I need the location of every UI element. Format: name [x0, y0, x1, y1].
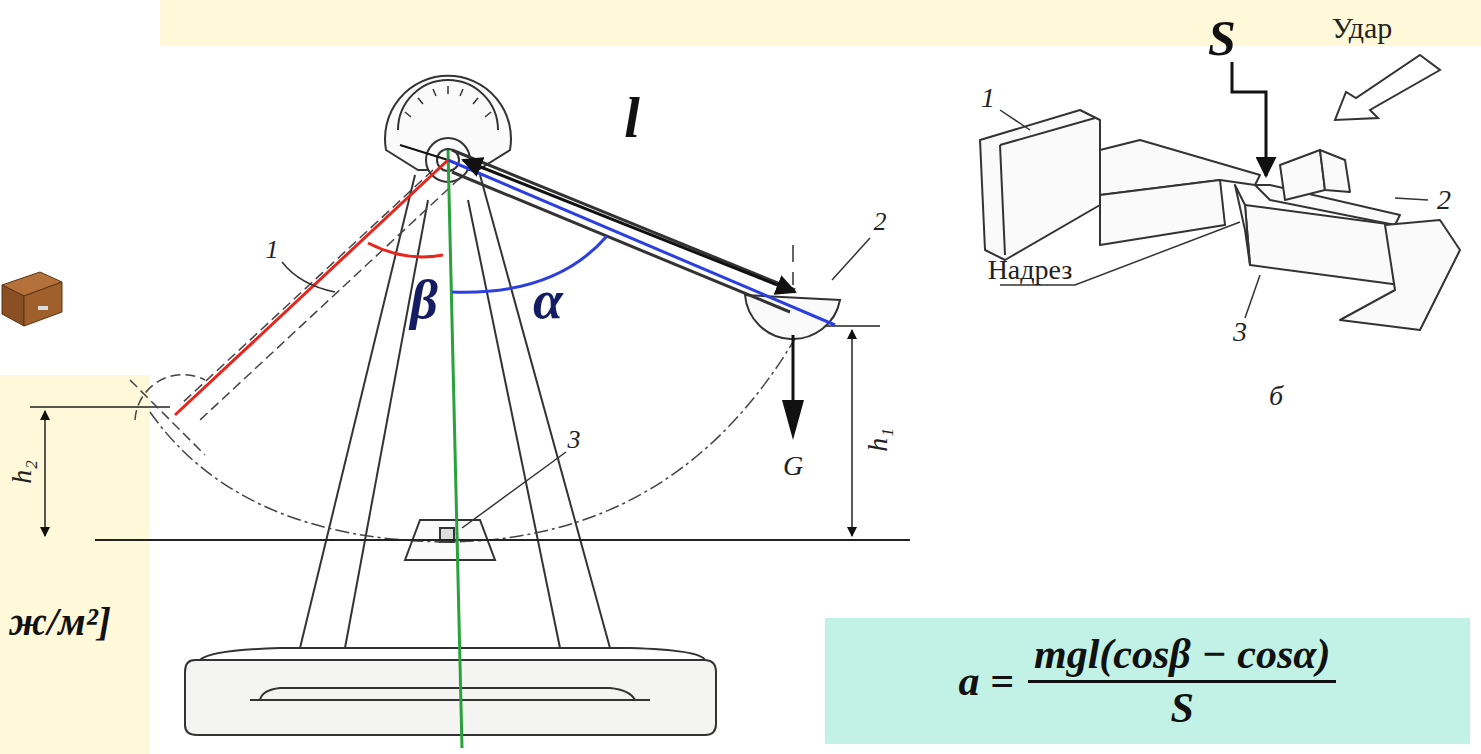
drawing-path	[130, 380, 205, 455]
drawing-path	[405, 112, 411, 117]
drawing-path	[462, 452, 566, 528]
fraction-bar	[1028, 680, 1336, 683]
drawing-polygon	[1245, 205, 1400, 285]
callout-number: 3	[1233, 318, 1247, 346]
drawing-path	[418, 98, 423, 104]
formula-box: a = mgl(cosβ − cosα) S	[825, 618, 1470, 744]
drawing-path	[433, 89, 436, 96]
formula-numerator: mgl(cosβ − cosα)	[1028, 631, 1336, 677]
unit-label: ж/м²]	[9, 602, 111, 642]
drawing-path	[452, 172, 790, 312]
callout-number: 3	[568, 427, 581, 453]
drawing-path	[452, 236, 607, 292]
formula-lhs: a =	[959, 658, 1014, 704]
drawing-path	[398, 80, 498, 130]
force-label: G	[783, 452, 803, 480]
drawing-path	[745, 295, 840, 339]
drawing-polygon	[1280, 150, 1325, 200]
drawing-g	[2, 272, 62, 326]
drawing-polygon	[1320, 150, 1350, 192]
drawing-g	[1335, 55, 1440, 120]
drawing-path	[200, 178, 460, 420]
drawing-path	[447, 86, 449, 94]
drawing-g	[282, 238, 870, 528]
drawing-path	[44, 411, 46, 536]
drawing-path	[452, 150, 795, 290]
drawing-g	[1000, 110, 1428, 318]
drawing-path	[200, 648, 705, 660]
callout-number: 1	[266, 237, 279, 263]
drawing-rect	[0, 375, 150, 754]
drawing-path	[448, 160, 835, 325]
drawing-path	[260, 688, 635, 700]
drawing-path	[832, 238, 870, 280]
drawing-rect	[38, 306, 48, 310]
drawing-path	[1000, 110, 1030, 130]
notch-label: Надрез	[988, 256, 1073, 284]
drawing-path	[1000, 145, 1005, 255]
drawing-path	[851, 330, 853, 536]
drawing-polygon	[1335, 55, 1440, 120]
drawing-path	[460, 89, 463, 96]
drawing-polygon	[1235, 185, 1250, 265]
drawing-path	[792, 245, 794, 285]
length-symbol: l	[624, 90, 640, 146]
drawing-path	[473, 98, 478, 104]
drawing-polygon	[980, 110, 1100, 260]
drawing-path	[345, 200, 428, 648]
drawing-path	[792, 335, 795, 405]
drawing-path	[400, 145, 448, 160]
drawing-path	[175, 160, 448, 415]
drawing-g	[980, 110, 1460, 330]
area-symbol: S	[1208, 13, 1236, 63]
callout-number: 1	[981, 84, 995, 112]
drawing-path	[485, 112, 491, 117]
formula-denominator: S	[1171, 685, 1194, 731]
drawing-path	[250, 699, 650, 701]
drawing-polygon	[1340, 220, 1460, 330]
drawing-rect	[160, 0, 1481, 46]
drawing-polygon	[782, 400, 804, 440]
drawing-path	[185, 660, 716, 735]
height-label: h₁	[864, 428, 892, 452]
fraction: mgl(cosβ − cosα) S	[1028, 631, 1336, 730]
drawing-path	[282, 262, 335, 292]
drawing-polygon	[24, 282, 62, 326]
drawing-path	[1000, 118, 1095, 145]
figure-letter: б	[1269, 382, 1283, 410]
drawing-path	[180, 170, 433, 405]
drawing-g	[405, 86, 491, 117]
drawing-path	[1395, 198, 1428, 200]
drawing-path	[448, 150, 462, 748]
drawing-path	[463, 160, 795, 292]
drawing-path	[95, 539, 910, 541]
callout-number: 2	[1437, 186, 1451, 214]
drawing-path	[468, 200, 560, 648]
callout-number: 2	[874, 209, 887, 235]
impact-label: Удар	[1332, 13, 1393, 43]
height-label: h₂	[8, 460, 36, 484]
drawing-path	[30, 406, 170, 408]
angle-symbol: α	[533, 273, 563, 327]
drawing-path	[368, 243, 443, 257]
angle-symbol: β	[410, 273, 438, 327]
drawing-path	[150, 330, 800, 542]
drawing-path	[1245, 275, 1260, 318]
drawing-polygon	[2, 285, 24, 326]
drawing-path	[1232, 62, 1266, 176]
